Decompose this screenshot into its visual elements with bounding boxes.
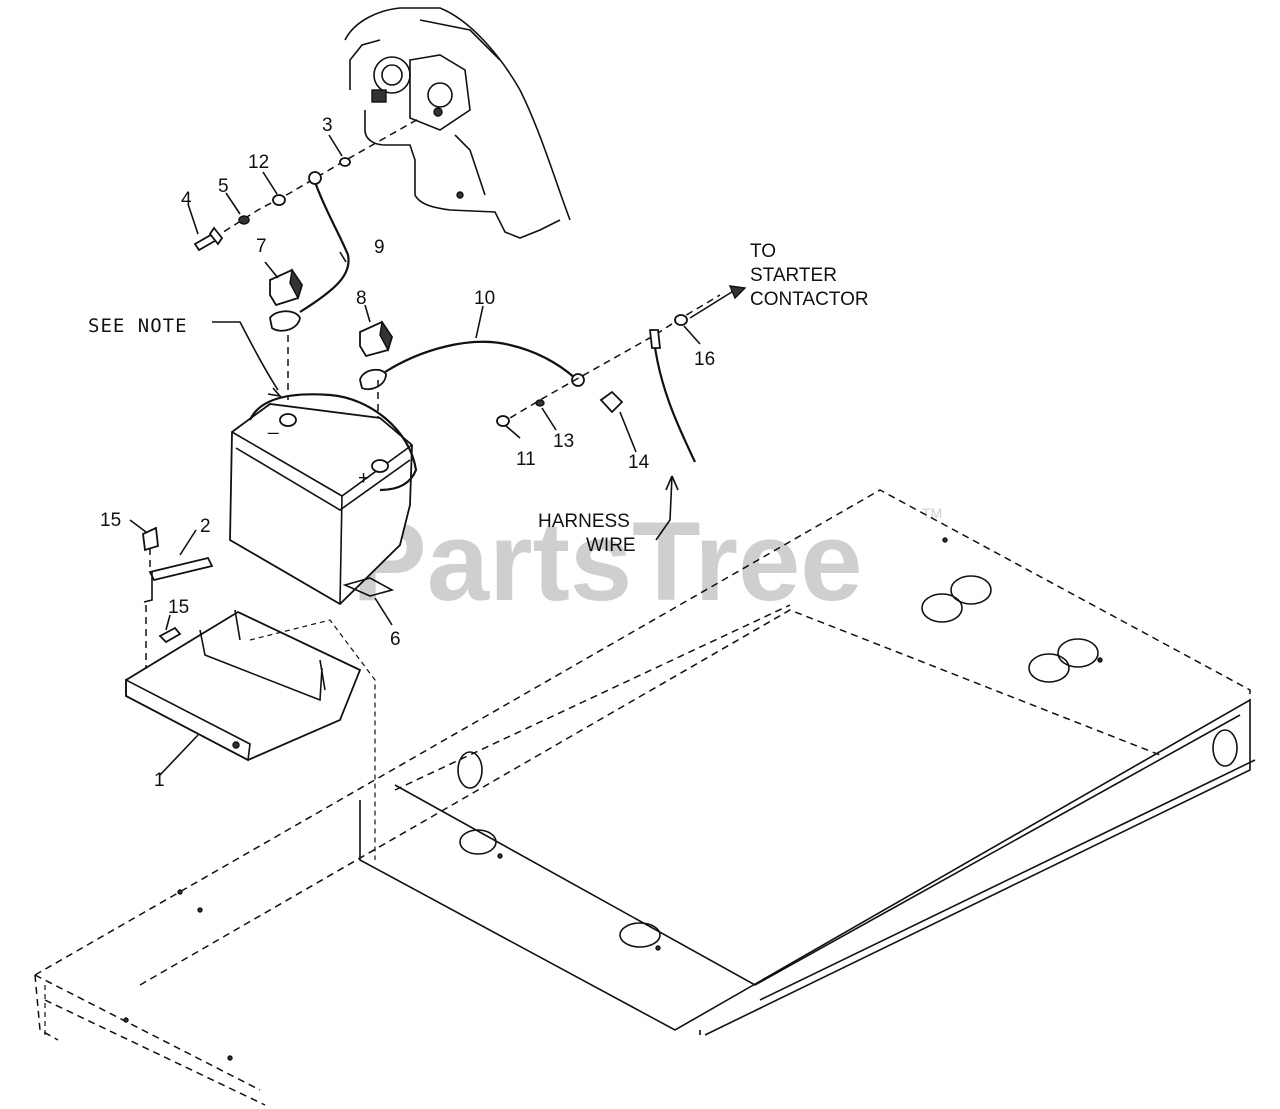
battery-tray (125, 526, 376, 860)
watermark: PartsTree TM (352, 499, 942, 624)
callout-10: 10 (474, 288, 495, 309)
ground-cable (213, 117, 421, 400)
callout-14: 14 (628, 452, 650, 473)
callout-16: 16 (694, 349, 715, 370)
battery-negative-mark: _ (267, 414, 279, 435)
callout-7: 7 (256, 236, 267, 257)
callout-13: 13 (553, 431, 574, 452)
see-note-label: SEE NOTE (88, 315, 188, 337)
callout-6: 6 (390, 629, 401, 650)
battery-positive-mark: + (358, 468, 369, 489)
callout-11: 11 (516, 449, 536, 470)
hardware-top (193, 157, 351, 252)
engine-block (344, 7, 571, 239)
callout-9: 9 (374, 237, 385, 258)
text-notes: SEE NOTE TO STARTER CONTACTOR HARNESS WI… (88, 241, 869, 556)
to-starter-line1: TO (750, 241, 776, 262)
harness-wire-line1: HARNESS (538, 511, 630, 532)
callout-12: 12 (248, 152, 269, 173)
terminal-boots (269, 268, 393, 358)
callouts: 1 2 3 4 5 6 7 8 9 10 11 12 13 14 15 15 1… (100, 115, 715, 791)
callout-8: 8 (356, 288, 367, 309)
leader-lines (129, 134, 701, 776)
callout-3: 3 (322, 115, 333, 136)
harness-wire (648, 329, 696, 541)
callout-4: 4 (181, 189, 192, 210)
watermark-text: PartsTree (352, 499, 863, 624)
callout-15-bottom: 15 (168, 597, 189, 618)
harness-wire-line2: WIRE (586, 535, 636, 556)
battery: _ + (229, 393, 418, 606)
to-starter-line3: CONTACTOR (750, 289, 869, 310)
watermark-tm: TM (922, 505, 942, 521)
generator-frame (34, 489, 1256, 1106)
hardware-right (496, 285, 747, 427)
callout-5: 5 (218, 176, 229, 197)
callout-2: 2 (200, 516, 211, 537)
to-starter-line2: STARTER (750, 265, 837, 286)
callout-1: 1 (154, 770, 165, 791)
callout-15-top: 15 (100, 510, 121, 531)
positive-cable (359, 294, 721, 465)
